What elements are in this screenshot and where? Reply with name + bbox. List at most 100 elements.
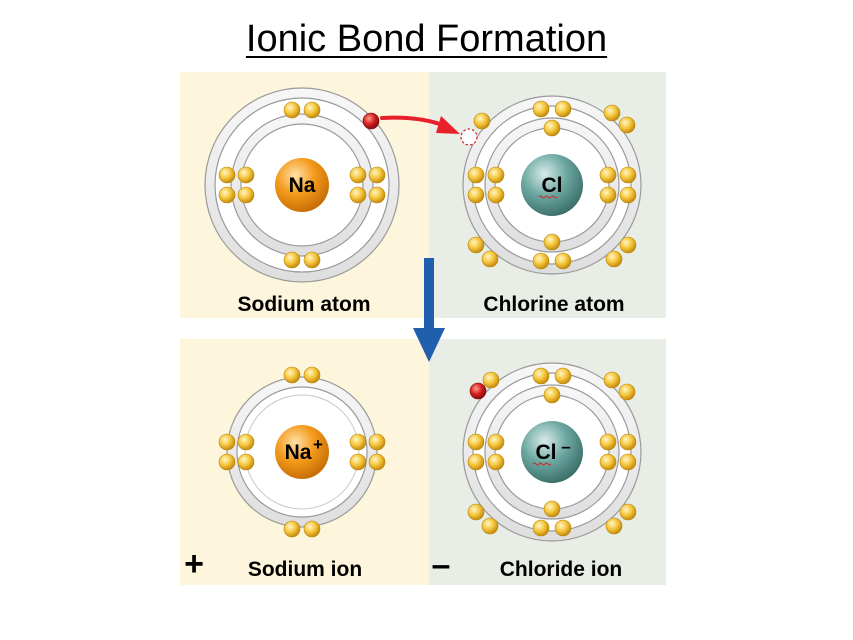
electron <box>473 112 491 130</box>
electron <box>368 453 386 471</box>
gained-electron-red <box>469 382 487 400</box>
electron <box>543 500 561 518</box>
ion-charge: + <box>313 435 323 454</box>
electron <box>605 517 623 535</box>
electron <box>481 517 499 535</box>
ion-charge: – <box>561 437 570 456</box>
electron <box>218 186 236 204</box>
chloride-ion: Cl – – Chloride ion <box>432 362 642 584</box>
electron <box>218 166 236 184</box>
electron <box>599 433 617 451</box>
electron <box>619 503 637 521</box>
electron <box>467 503 485 521</box>
electron <box>481 250 499 268</box>
electron <box>532 100 550 118</box>
electron <box>218 433 236 451</box>
down-arrow <box>413 258 445 362</box>
electron <box>605 250 623 268</box>
electron <box>554 519 572 537</box>
electrons <box>218 366 386 538</box>
electron <box>467 186 485 204</box>
page-title: Ionic Bond Formation <box>245 18 608 60</box>
electron <box>619 453 637 471</box>
electron <box>349 186 367 204</box>
electron <box>599 166 617 184</box>
nucleus-sodium <box>275 158 329 212</box>
nucleus-symbol: Na <box>285 441 312 464</box>
electron <box>619 186 637 204</box>
panel-label: Sodium ion <box>248 558 362 581</box>
valence-electron-red <box>362 112 380 130</box>
electron <box>487 166 505 184</box>
electron <box>283 520 301 538</box>
electron <box>554 252 572 270</box>
electron <box>618 383 636 401</box>
electron <box>368 433 386 451</box>
electrons <box>467 100 637 270</box>
nucleus-sodium <box>275 425 329 479</box>
electron <box>554 367 572 385</box>
panel-label: Chloride ion <box>500 558 623 581</box>
electrons <box>467 367 637 537</box>
empty-electron-slot <box>460 128 478 146</box>
charge-sign: – <box>432 546 451 584</box>
electron <box>599 186 617 204</box>
electron <box>368 186 386 204</box>
electron <box>603 371 621 389</box>
nucleus-symbol: Cl <box>542 174 563 197</box>
electron <box>487 186 505 204</box>
transfer-arrowhead <box>436 116 460 134</box>
electron <box>303 520 321 538</box>
electrons <box>218 101 386 269</box>
electron <box>237 186 255 204</box>
sodium-ion: Na + + Sodium ion <box>184 366 386 583</box>
electron <box>283 366 301 384</box>
panel-label: Chlorine atom <box>483 293 624 316</box>
electron <box>619 166 637 184</box>
electron <box>349 453 367 471</box>
electron <box>303 251 321 269</box>
electron <box>467 433 485 451</box>
electron <box>283 101 301 119</box>
electron <box>349 166 367 184</box>
electron <box>349 433 367 451</box>
electron <box>482 371 500 389</box>
electron <box>619 236 637 254</box>
electron <box>467 453 485 471</box>
nucleus-chlorine <box>521 421 583 483</box>
electron <box>237 166 255 184</box>
electron <box>467 166 485 184</box>
electron <box>603 104 621 122</box>
electron <box>467 236 485 254</box>
charge-sign: + <box>184 545 204 583</box>
spellcheck-underline <box>538 195 558 199</box>
electron <box>599 453 617 471</box>
electron <box>303 366 321 384</box>
electron <box>303 101 321 119</box>
electron <box>619 433 637 451</box>
electron <box>532 367 550 385</box>
electron <box>554 100 572 118</box>
electron <box>532 252 550 270</box>
electron <box>618 116 636 134</box>
electron <box>487 433 505 451</box>
panel-label: Sodium atom <box>237 293 370 316</box>
electron <box>368 166 386 184</box>
chlorine-atom: Cl Chlorine atom <box>460 95 642 316</box>
nucleus-chlorine <box>521 154 583 216</box>
nucleus-symbol: Na <box>289 174 316 197</box>
electron <box>283 251 301 269</box>
electron <box>543 119 561 137</box>
electron <box>237 433 255 451</box>
orbit-shell-1 <box>244 394 360 510</box>
electron <box>237 453 255 471</box>
spellcheck-underline <box>532 462 552 466</box>
nucleus-symbol: Cl <box>536 441 557 464</box>
electron <box>218 453 236 471</box>
sodium-atom: Na Sodium atom <box>204 87 400 316</box>
electron <box>487 453 505 471</box>
electron <box>532 519 550 537</box>
electron <box>543 233 561 251</box>
electron <box>543 386 561 404</box>
